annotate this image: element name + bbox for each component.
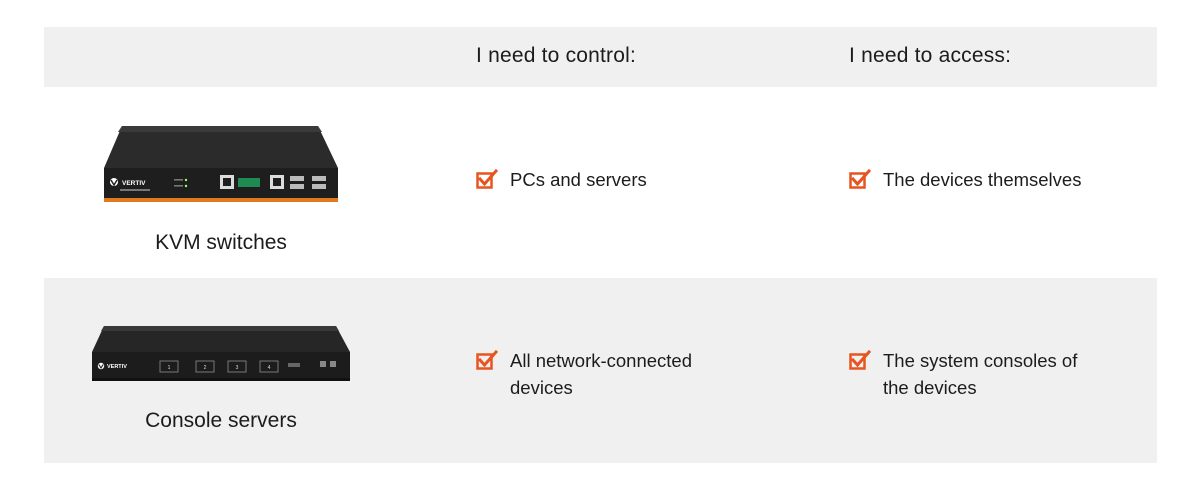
kvm-access-item: The devices themselves <box>849 166 1143 193</box>
kvm-switch-image: VERTIV <box>104 126 338 202</box>
port-number: 1 <box>168 365 171 371</box>
console-control-item: All network-connected devices <box>476 347 740 401</box>
vertiv-logo-icon <box>110 178 118 187</box>
checkbox-checked-icon <box>849 350 871 370</box>
checkbox-checked-icon <box>849 169 871 189</box>
console-control-text: All network-connected devices <box>510 350 693 398</box>
kvm-control-item: PCs and servers <box>476 166 770 193</box>
checkbox-checked-icon <box>476 169 498 189</box>
checkbox-checked-icon <box>476 350 498 370</box>
port-number: 3 <box>236 365 239 371</box>
console-access-item: The system consoles of the devices <box>849 347 1083 401</box>
table-header-band <box>44 27 1157 87</box>
console-brand-text: VERTIV <box>107 364 127 370</box>
port-number: 4 <box>268 365 271 371</box>
vertiv-logo-icon <box>97 362 105 370</box>
row-label-kvm-switches: KVM switches <box>155 231 287 254</box>
access-column-header: I need to access: <box>849 44 1012 67</box>
row-label-console-servers: Console servers <box>145 409 297 432</box>
kvm-access-text: The devices themselves <box>883 169 1082 190</box>
control-column-header: I need to control: <box>476 44 637 67</box>
kvm-brand-text: VERTIV <box>122 180 146 187</box>
port-number: 2 <box>204 365 207 371</box>
console-server-image: VERTIV 1 2 3 4 <box>92 326 350 381</box>
kvm-control-text: PCs and servers <box>510 169 647 190</box>
console-access-text: The system consoles of the devices <box>883 350 1078 398</box>
